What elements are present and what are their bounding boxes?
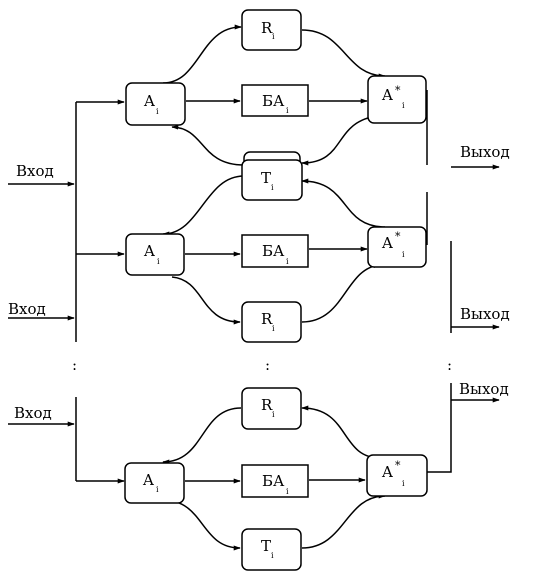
- ellipsis-center: :: [265, 356, 270, 374]
- block-t-shared: T i: [241, 151, 303, 201]
- svg-text:A: A: [143, 242, 155, 260]
- svg-text:R: R: [261, 310, 273, 328]
- block-a-2: A i: [125, 233, 185, 276]
- svg-text:*: *: [395, 84, 401, 97]
- svg-text:i: i: [272, 32, 275, 41]
- svg-text:*: *: [395, 459, 401, 472]
- connections: [8, 24, 500, 551]
- svg-text:i: i: [286, 106, 289, 115]
- block-a-star-1: A * i: [367, 75, 427, 124]
- svg-text:БА: БА: [262, 92, 285, 110]
- svg-text:i: i: [156, 485, 159, 494]
- svg-text:A: A: [142, 471, 154, 489]
- svg-text:i: i: [272, 410, 275, 419]
- svg-text:БА: БА: [262, 472, 285, 490]
- svg-text:*: *: [395, 230, 401, 243]
- svg-text:i: i: [286, 487, 289, 496]
- svg-text:i: i: [157, 257, 160, 266]
- svg-text:i: i: [402, 250, 405, 259]
- svg-text:A: A: [143, 92, 155, 110]
- block-r-3: R i: [241, 387, 302, 430]
- ellipsis-left: :: [72, 356, 77, 374]
- ellipsis-marks: : : :: [72, 356, 452, 374]
- input-label-2: Вход: [8, 300, 46, 318]
- svg-text:A: A: [381, 234, 393, 252]
- block-t-3: T i: [241, 528, 302, 571]
- block-a-star-3: A * i: [366, 454, 428, 497]
- svg-text:i: i: [286, 257, 289, 266]
- block-ba-3: БА i: [241, 464, 309, 498]
- block-ba-2: БА i: [241, 234, 309, 268]
- block-a-star-2: A * i: [367, 226, 427, 268]
- svg-text:A: A: [381, 86, 393, 104]
- input-label-3: Вход: [14, 404, 52, 422]
- svg-text:i: i: [271, 183, 274, 192]
- svg-text:i: i: [402, 479, 405, 488]
- svg-text:БА: БА: [262, 242, 285, 260]
- block-r-2: R i: [241, 301, 302, 343]
- input-label-1: Вход: [16, 162, 54, 180]
- svg-text:R: R: [261, 396, 273, 414]
- svg-text:i: i: [271, 551, 274, 560]
- svg-text:i: i: [402, 101, 405, 110]
- output-label-2: Выход: [460, 305, 510, 323]
- block-r-1: R i: [241, 9, 302, 51]
- block-a-3: A i: [124, 462, 185, 504]
- block-ba-1: БА i: [241, 84, 309, 117]
- svg-text:T: T: [261, 537, 271, 555]
- svg-text:T: T: [261, 169, 271, 187]
- svg-text:A: A: [381, 463, 393, 481]
- output-label-3: Выход: [459, 380, 509, 398]
- ellipsis-right: :: [447, 356, 452, 374]
- block-a-1: A i: [125, 82, 186, 126]
- svg-text:R: R: [261, 19, 273, 37]
- svg-text:i: i: [272, 324, 275, 333]
- svg-text:i: i: [156, 107, 159, 116]
- output-label-1: Выход: [460, 143, 510, 161]
